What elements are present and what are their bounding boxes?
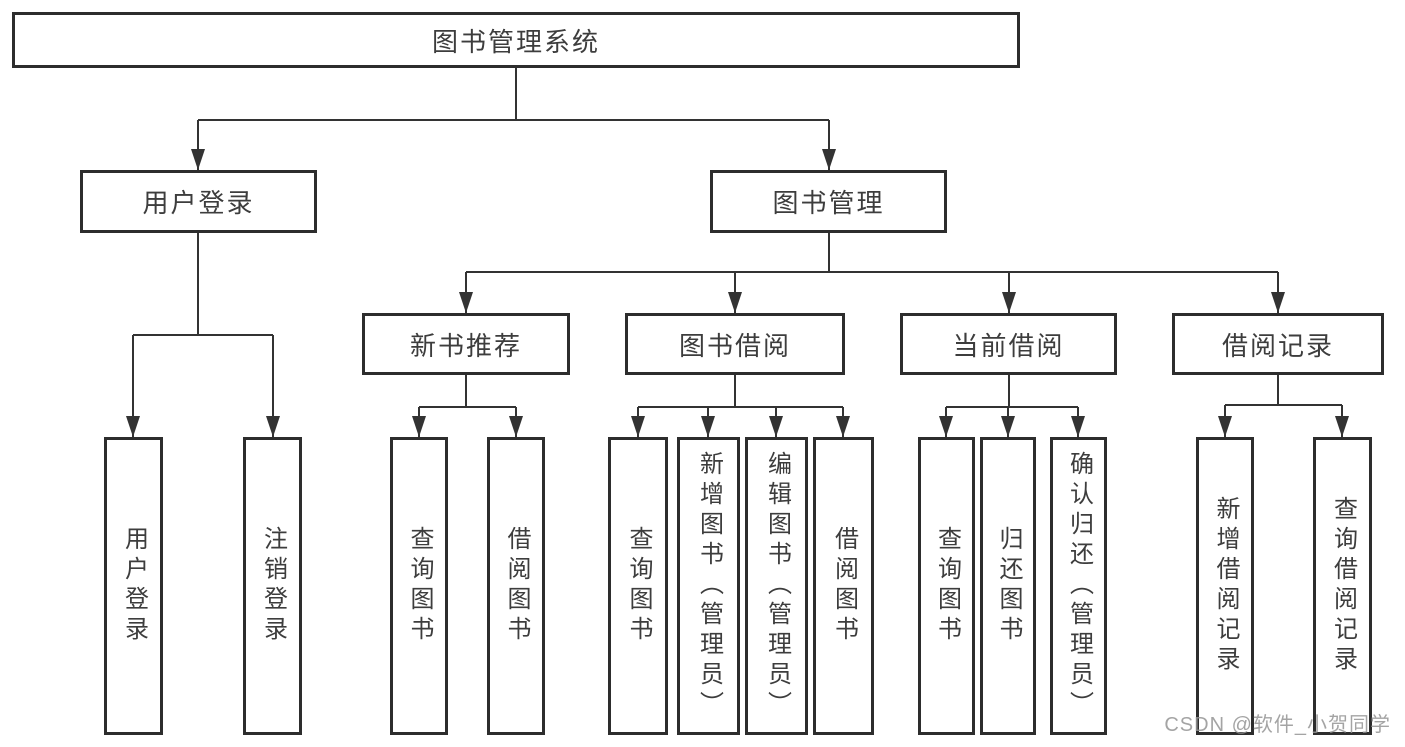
leaf-bb-query-book: 查询图书 (608, 437, 668, 735)
node-label: 归还图书 (995, 526, 1022, 646)
node-root-system: 图书管理系统 (12, 12, 1020, 68)
node-borrowing-records: 借阅记录 (1172, 313, 1384, 375)
node-book-borrowing: 图书借阅 (625, 313, 845, 375)
leaf-user-login: 用户登录 (104, 437, 163, 735)
leaf-bb-add-book-admin: 新增图书（管理员） (677, 437, 740, 735)
leaf-cb-confirm-return-admin: 确认归还（管理员） (1050, 437, 1107, 735)
node-new-book-recommendation: 新书推荐 (362, 313, 570, 375)
node-label: 借阅图书 (830, 526, 858, 646)
node-book-management: 图书管理 (710, 170, 947, 233)
node-current-borrowing: 当前借阅 (900, 313, 1117, 375)
node-label: 借阅图书 (503, 526, 530, 646)
node-label: 确认归还（管理员） (1065, 451, 1093, 721)
leaf-br-add-record: 新增借阅记录 (1196, 437, 1254, 735)
node-label: 用户登录 (142, 188, 255, 218)
leaf-br-query-record: 查询借阅记录 (1313, 437, 1372, 735)
node-label: 当前借阅 (952, 330, 1065, 361)
node-label: 借阅记录 (1221, 330, 1334, 361)
leaf-cb-return-book: 归还图书 (980, 437, 1036, 735)
node-label: 查询图书 (625, 526, 652, 646)
leaf-logout: 注销登录 (243, 437, 302, 735)
node-label: 编辑图书（管理员） (763, 451, 791, 721)
node-label: 新增图书（管理员） (695, 451, 723, 721)
node-label: 查询借阅记录 (1329, 496, 1357, 676)
leaf-rec-borrow-book: 借阅图书 (487, 437, 545, 735)
node-label: 图书管理 (772, 188, 885, 218)
node-label: 新书推荐 (409, 330, 522, 361)
node-label: 查询图书 (933, 526, 961, 646)
leaf-bb-edit-book-admin: 编辑图书（管理员） (745, 437, 808, 735)
watermark: CSDN @软件_小贺同学 (1164, 714, 1391, 736)
node-label: 注销登录 (259, 526, 287, 646)
leaf-bb-borrow-book: 借阅图书 (813, 437, 874, 735)
node-label: 图书借阅 (678, 330, 791, 361)
node-user-login: 用户登录 (80, 170, 317, 233)
leaf-cb-query-book: 查询图书 (918, 437, 975, 735)
node-label: 用户登录 (120, 526, 148, 646)
node-label: 查询图书 (406, 526, 433, 646)
leaf-rec-query-book: 查询图书 (390, 437, 448, 735)
node-label: 图书管理系统 (431, 26, 600, 57)
node-label: 新增借阅记录 (1212, 496, 1239, 676)
